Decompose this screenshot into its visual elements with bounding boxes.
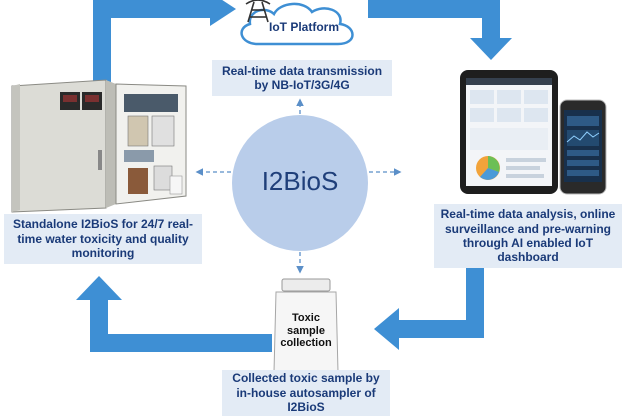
sample-line-2: in-house autosampler of bbox=[236, 385, 376, 400]
antenna-tower-icon bbox=[245, 0, 271, 23]
sample-box: Collected toxic sample by in-house autos… bbox=[222, 370, 390, 416]
bottle-label-line-2: sample bbox=[287, 324, 325, 337]
flow-arrow-bottom-right bbox=[374, 266, 484, 350]
analysis-line-3: through AI enabled IoT bbox=[462, 236, 594, 250]
center-label: I2BioS bbox=[261, 166, 339, 196]
center-circle bbox=[232, 115, 368, 251]
standalone-line-1: Standalone I2BioS for 24/7 real- bbox=[12, 217, 194, 232]
flow-arrow-top-right bbox=[368, 0, 512, 60]
iot-platform-label: IoT Platform bbox=[268, 20, 339, 34]
transmission-line-1: Real-time data transmission bbox=[221, 63, 383, 78]
standalone-line-2: time water toxicity and quality bbox=[17, 231, 189, 246]
bottle-label-line-3: collection bbox=[280, 337, 332, 350]
bottle-label: Toxic sample collection bbox=[274, 312, 338, 350]
tablet-dashboard-image bbox=[460, 70, 558, 194]
analysis-box: Real-time data analysis, online surveill… bbox=[434, 204, 622, 268]
sample-line-3: I2BioS bbox=[287, 400, 325, 415]
cabinet-unit-image bbox=[11, 79, 187, 213]
transmission-box: Real-time data transmission by NB-IoT/3G… bbox=[212, 60, 392, 96]
iot-cloud-icon bbox=[240, 2, 354, 46]
standalone-line-3: monitoring bbox=[71, 246, 135, 261]
transmission-line-2: by NB-IoT/3G/4G bbox=[254, 78, 350, 92]
analysis-line-4: dashboard bbox=[497, 250, 559, 265]
flow-arrow-top-left bbox=[93, 0, 236, 88]
flow-arrow-bottom-left bbox=[76, 276, 272, 352]
analysis-line-2: surveillance and pre-warning bbox=[444, 221, 612, 236]
phone-dashboard-image bbox=[559, 99, 607, 195]
sample-bottle-image bbox=[273, 278, 339, 377]
bottle-label-line-1: Toxic bbox=[292, 312, 320, 324]
analysis-line-1: Real-time data analysis, online bbox=[440, 207, 616, 222]
dashed-connectors bbox=[195, 98, 402, 274]
sample-line-1: Collected toxic sample by bbox=[232, 371, 380, 386]
standalone-box: Standalone I2BioS for 24/7 real- time wa… bbox=[4, 214, 202, 264]
